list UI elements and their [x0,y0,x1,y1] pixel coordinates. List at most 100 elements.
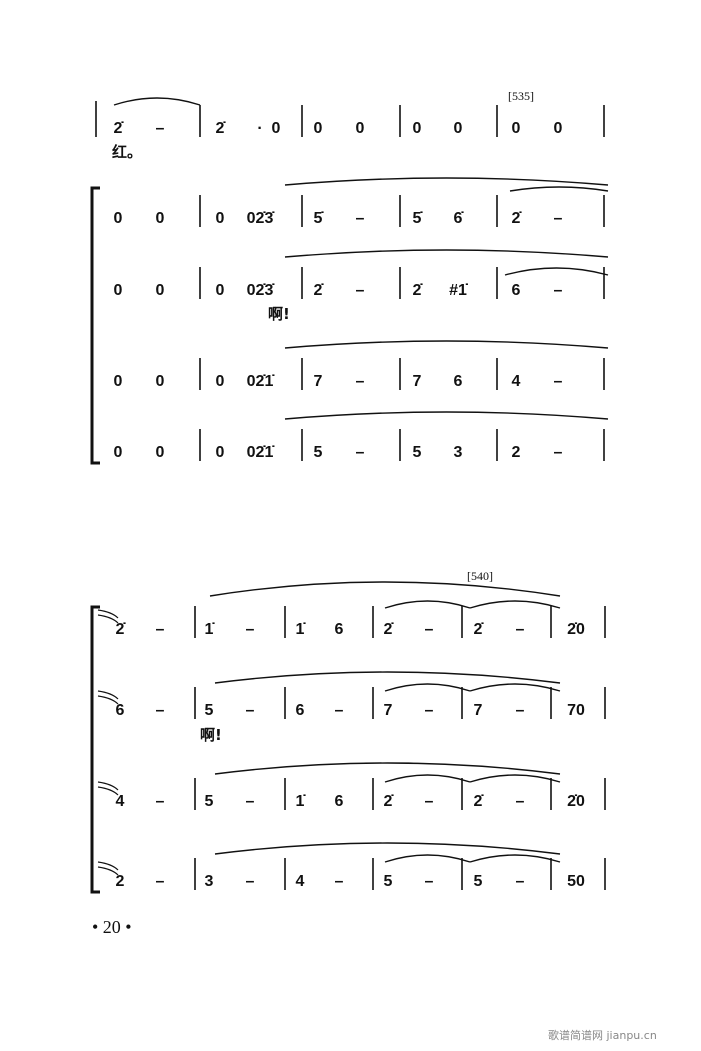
note: 7 [474,702,483,719]
slur [384,774,471,783]
slur [214,842,561,855]
slur [384,854,471,863]
staff-row [97,609,119,624]
note: – [516,702,525,719]
note: 5 [474,873,483,890]
note: 5 [413,444,422,461]
slur [384,683,471,692]
note: – [156,873,165,890]
note: · [257,120,262,137]
note: 2̇ [474,793,485,810]
note: #1̇ [449,282,469,299]
note: 5̇ [413,210,424,227]
tie-in [97,609,119,624]
note: – [246,793,255,810]
note: 0 [156,282,165,299]
note: 7 [413,373,422,390]
note: 6̇ [454,210,465,227]
note: – [554,210,563,227]
staff-row [97,781,119,796]
slur [469,774,561,783]
note: 3 [454,444,463,461]
note: 6 [335,793,344,810]
note: 2̇ [114,120,125,137]
note: – [554,373,563,390]
note: 0 [413,120,422,137]
note: 0 [156,444,165,461]
slur [284,177,609,186]
note: – [554,282,563,299]
note: 0 [554,120,563,137]
note: 5 [384,873,393,890]
note: 5 [314,444,323,461]
slur [214,671,561,684]
note: – [156,621,165,638]
note: 0 [454,120,463,137]
slur [113,97,201,106]
slur [509,186,609,192]
note: – [156,793,165,810]
note: 70 [567,702,585,719]
note: 2̇ [474,621,485,638]
lyric-text: 啊! [200,726,222,744]
note: 5̇ [314,210,325,227]
lyric-text: 红。 [112,143,142,161]
note: – [246,702,255,719]
note: 6 [116,702,125,719]
note: 0 [156,373,165,390]
note: 2̇ [413,282,424,299]
note: 7 [384,702,393,719]
note: 1̇ [296,793,307,810]
note: 0 [216,373,225,390]
note: 2̇0 [567,793,585,810]
slur [284,340,609,349]
slur [469,600,561,609]
note: 2̇ [314,282,325,299]
system-bracket [90,605,100,894]
note: 02̇3̇ [247,282,276,299]
note: – [356,373,365,390]
note: 0 [512,120,521,137]
note: 6 [296,702,305,719]
staff-row [97,690,119,705]
slur [504,267,609,276]
note: – [516,873,525,890]
note: – [335,873,344,890]
note: 2̇ [116,621,127,638]
note: 0 [216,210,225,227]
note: – [356,210,365,227]
note: – [425,621,434,638]
staff-row [97,861,119,876]
note: – [335,702,344,719]
note: 0 [114,282,123,299]
note: – [554,444,563,461]
note: – [246,873,255,890]
note: 2̇ [216,120,227,137]
note: 2̇ [384,621,395,638]
note: – [356,444,365,461]
note: 3 [205,873,214,890]
note: 0 [156,210,165,227]
note: 4 [116,793,125,810]
note: – [356,282,365,299]
tie-in [97,781,119,796]
page-number: • 20 • [92,917,132,937]
note: 4 [512,373,521,390]
note: – [425,702,434,719]
score-system [90,605,119,894]
note: 2 [116,873,125,890]
slur [284,249,609,258]
note: 0 [216,282,225,299]
score-system [90,186,100,465]
rehearsal-mark: [535] [508,89,534,103]
note: 0 [114,210,123,227]
note: 2 [512,444,521,461]
note: 0 [272,120,281,137]
note: 7 [314,373,323,390]
note: 2̇0 [567,621,585,638]
note: 5 [205,702,214,719]
lyric-text: 啊! [268,305,290,323]
note: – [516,793,525,810]
note: 4 [296,873,305,890]
note: 0 [114,444,123,461]
